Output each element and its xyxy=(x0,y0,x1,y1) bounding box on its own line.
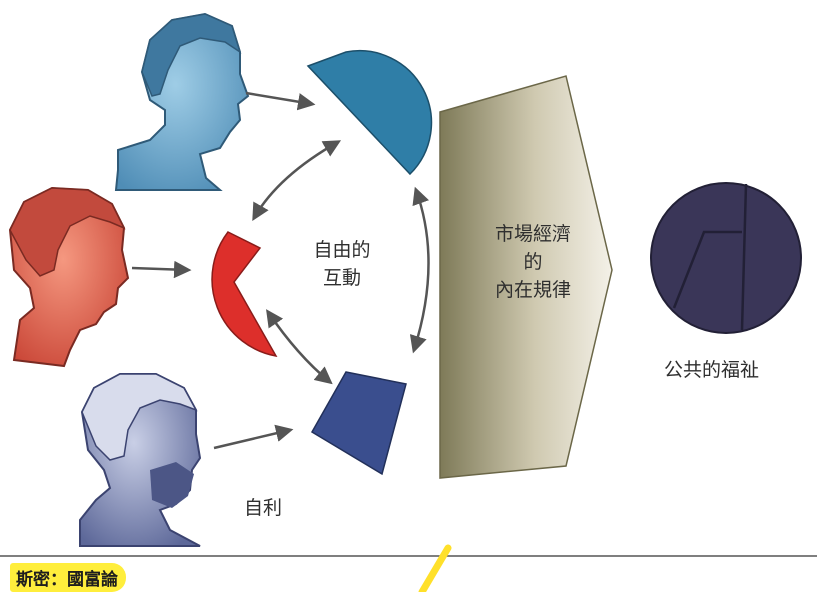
market-label-line2: 的 xyxy=(523,251,543,273)
double-arrow-icon xyxy=(266,309,333,385)
self-interest-label: 自利 xyxy=(244,497,283,519)
caption: 斯密：國富論 xyxy=(10,563,126,592)
arrow-icon xyxy=(213,424,294,450)
interaction-label-line2: 互動 xyxy=(322,267,361,289)
bottom-piece xyxy=(310,371,407,476)
head-icon xyxy=(79,373,202,547)
head-icon xyxy=(114,12,250,191)
arrow-icon xyxy=(131,260,192,279)
welfare-circle xyxy=(650,182,802,334)
double-arrow-icon xyxy=(409,186,430,354)
welfare-label: 公共的福祉 xyxy=(664,359,760,381)
highlighter-mark xyxy=(418,544,452,592)
market-label-line3: 內在規律 xyxy=(494,279,571,301)
market-label: 市場經濟 的 內在規律 xyxy=(458,220,608,304)
top-piece xyxy=(306,49,433,176)
head-icon xyxy=(8,186,130,368)
interaction-label-line1: 自由的 xyxy=(313,239,371,261)
arrow-icon xyxy=(245,91,316,111)
double-arrow-icon xyxy=(252,140,342,222)
middle-piece xyxy=(211,231,278,358)
interaction-label: 自由的 互動 xyxy=(300,236,384,292)
market-arrow xyxy=(439,75,613,479)
market-label-line1: 市場經濟 xyxy=(494,223,571,245)
